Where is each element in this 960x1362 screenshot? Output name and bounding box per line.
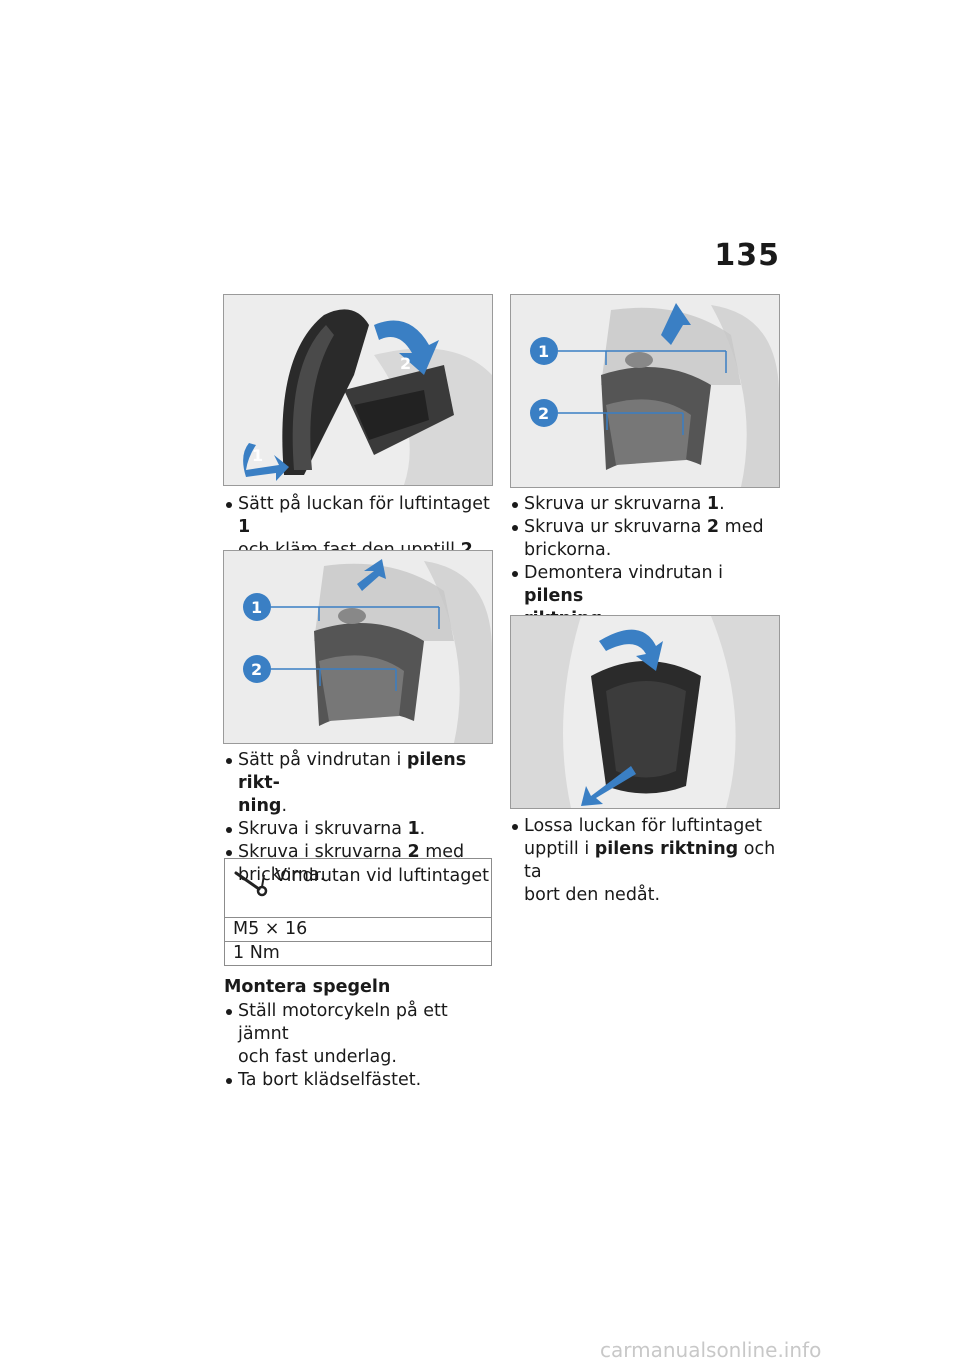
callout-2: 2	[400, 354, 411, 373]
arrow-lift-icon	[599, 629, 663, 671]
arrow-push-icon	[243, 443, 289, 481]
watermark: carmanualsonline.info	[600, 1338, 822, 1362]
section-heading: Montera spegeln	[224, 977, 391, 997]
left-steps-5-6: Ställ motorcykeln på ett jämnt och fast …	[224, 1000, 494, 1092]
left-steps-2-4: Sätt på vindrutan i pilens rikt- ning. S…	[224, 749, 494, 887]
arrow-rotate-icon	[374, 320, 439, 375]
torque-spec-table: Vindrutan vid luftintaget M5 × 16 1 Nm	[224, 858, 492, 966]
arrow-up-icon	[661, 303, 691, 345]
callout-1: 1	[252, 446, 263, 465]
torque-wrench-icon	[233, 867, 269, 902]
right-steps-1-3: Skruva ur skruvarna 1. Skruva ur skruvar…	[510, 493, 780, 631]
spec-row-size: M5 × 16	[225, 918, 491, 942]
callout-2: 2	[251, 660, 262, 679]
figure-air-intake-remove	[510, 615, 780, 809]
arrow-down-left-icon	[581, 766, 636, 806]
callout-2: 2	[538, 404, 549, 423]
page-number: 135	[714, 238, 780, 273]
callout-1: 1	[538, 342, 549, 361]
figure-air-intake-cover: 2 1	[223, 294, 493, 486]
spec-row-torque: 1 Nm	[233, 943, 280, 963]
spec-title: Vindrutan vid luftintaget	[275, 866, 490, 886]
figure-windshield-install: 1 2	[223, 550, 493, 744]
figure-windshield-remove: 1 2	[510, 294, 780, 488]
arrow-down-icon	[357, 559, 386, 591]
right-step-4: Lossa luckan för luftintaget upptill i p…	[510, 815, 785, 907]
callout-1: 1	[251, 598, 262, 617]
